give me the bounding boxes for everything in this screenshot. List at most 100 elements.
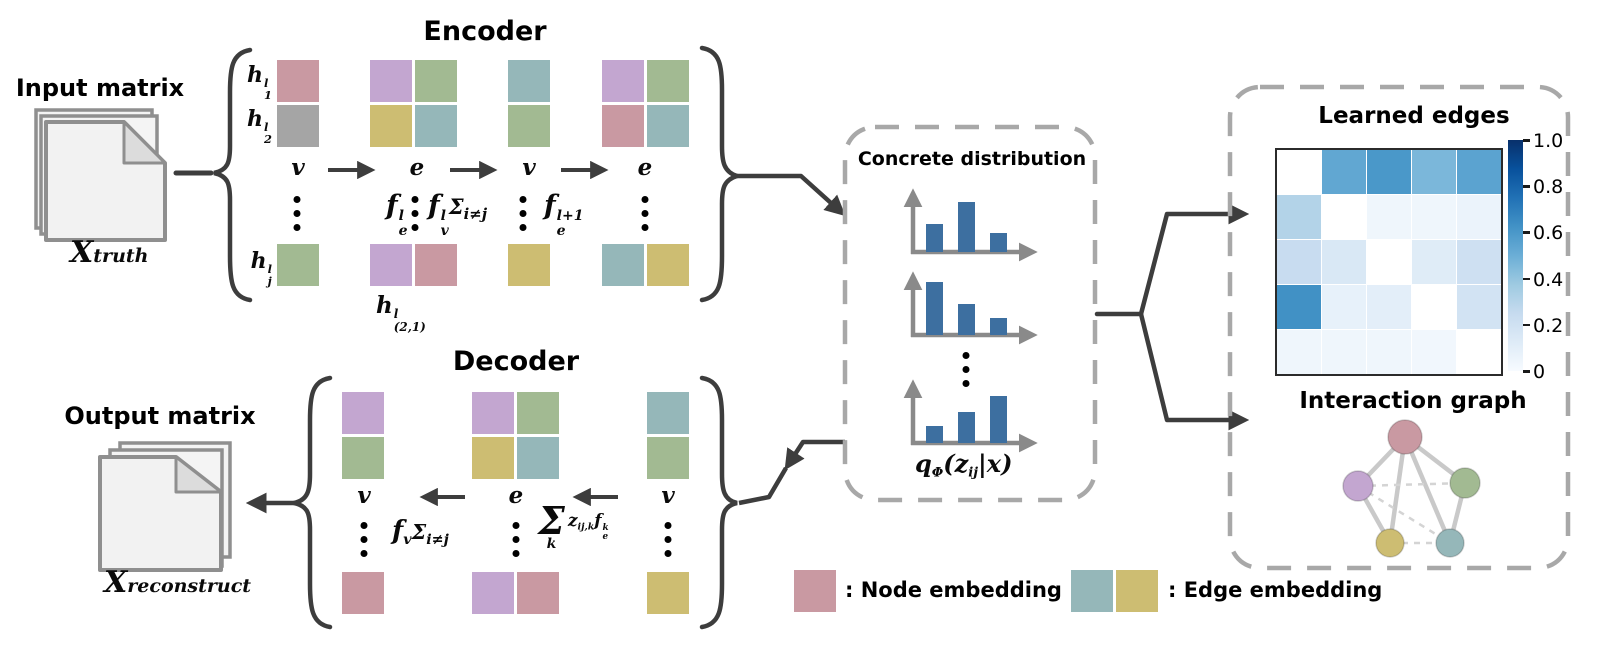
colorbar-tick-label: 0.6 [1533,222,1564,245]
input-matrix-title: Input matrix [15,74,185,102]
embedding-square-yellow [508,244,550,286]
concrete-to-decoder-arrow [784,439,845,471]
colorbar-tick-label: 0.2 [1533,314,1564,337]
heatmap-cell [1277,195,1321,239]
distribution-bar [958,412,975,443]
learned-edges-box [1227,84,1571,571]
decoder-left-brace [293,375,333,630]
concrete-distribution-box [842,124,1098,503]
distribution-bar [990,318,1007,335]
distribution-bar [926,426,943,443]
learned-edges-title: Learned edges [1318,103,1510,129]
embedding-square-teal [517,437,559,479]
legend-node-embedding-swatch [794,570,836,612]
embedding-square-green [647,437,689,479]
embedding-square-teal [647,392,689,434]
embedding-square-teal [508,60,550,102]
posterior-q-label: qΦ(zij|x) [915,449,1013,481]
concrete-to-graph-arrow [1138,313,1250,431]
interaction-graph-title: Interaction graph [1299,388,1527,414]
heatmap-cell [1322,240,1366,284]
vertical-ellipsis [664,522,672,557]
colorbar-tick-mark [1523,370,1530,373]
embedding-square-purple [342,392,384,434]
embedding-square-yellow [370,105,412,147]
embedding-square-teal [415,105,457,147]
colorbar-tick-mark [1523,323,1530,327]
embedding-square-gray [277,105,319,147]
output-matrix-icon [98,441,232,572]
legend-edge-embedding-label: : Edge embedding [1168,578,1383,602]
vertical-ellipsis [519,196,527,231]
input-matrix-icon [34,108,167,242]
heatmap-cell [1457,195,1501,239]
graph-edge-solid [1387,436,1408,544]
encoder-right-brace [699,45,745,303]
decoder-right-brace [699,375,738,630]
concrete-distribution-title: Concrete distribution [857,148,1087,170]
embedding-square-teal [647,105,689,147]
heatmap-cell [1457,330,1501,374]
heatmap-cell [1367,195,1411,239]
decoder-stage-letter-v2: v [661,482,675,509]
encoder-stage-letter-e2: e [637,154,653,181]
heatmap-cell [1412,195,1456,239]
output-var-caption: Xreconstruct [104,565,252,600]
distribution-bar [958,202,975,252]
heatmap-cell [1457,285,1501,329]
embedding-square-pink [517,572,559,614]
colorbar-tick-mark [1523,185,1530,188]
input-var-caption: Xtruth [70,235,149,270]
encoder-stage-letter-v1: v [291,154,305,181]
graph-edge-solid [1402,436,1453,544]
output-matrix-title: Output matrix [64,402,256,430]
graph-node-purple [1342,470,1374,502]
colorbar-tick-label: 0.4 [1533,268,1564,291]
vertical-ellipsis [360,522,368,557]
heatmap-cell [1277,240,1321,284]
embedding-square-yellow [472,437,514,479]
vertical-ellipsis [411,196,419,231]
distribution-bar [990,233,1007,252]
embedding-square-purple [472,392,514,434]
graph-node-green [1449,467,1481,499]
embedding-square-pink [342,572,384,614]
embedding-square-pink [277,60,319,102]
decoder-stage-letter-e1: e [508,482,524,509]
embedding-square-yellow [647,244,689,286]
colorbar-tick-label: 0 [1533,361,1546,383]
embedding-square-green [508,105,550,147]
embedding-square-purple [370,244,412,286]
decoder-stage-letter-v1: v [357,482,371,509]
distribution-bar [958,304,975,335]
colorbar-tick-mark [1523,277,1530,281]
decoder-title: Decoder [452,346,580,377]
distribution-axes [903,188,1038,453]
legend-node-embedding-label: : Node embedding [845,578,1062,602]
heatmap-cell [1277,285,1321,329]
concrete-to-decoder-arrow-tail [738,466,788,506]
encoder-to-concrete-arrow [737,173,846,217]
heatmap-cell [1412,240,1456,284]
colorbar-tick-label: 0.8 [1533,176,1564,199]
vertical-ellipsis [512,522,520,557]
heatmap-cell [1277,330,1321,374]
interaction-graph-figure [1342,419,1481,558]
heatmap-cell [1322,150,1366,194]
encoder-left-brace [213,47,253,303]
heatmap-cell [1367,285,1411,329]
embedding-square-green [277,244,319,286]
encoder-stage-letter-v2: v [522,154,536,181]
embedding-square-green [415,60,457,102]
graph-edge-dashed [1357,481,1466,488]
colorbar-tick-mark [1523,139,1530,142]
heatmap-cell [1367,150,1411,194]
distribution-bar [926,224,943,252]
